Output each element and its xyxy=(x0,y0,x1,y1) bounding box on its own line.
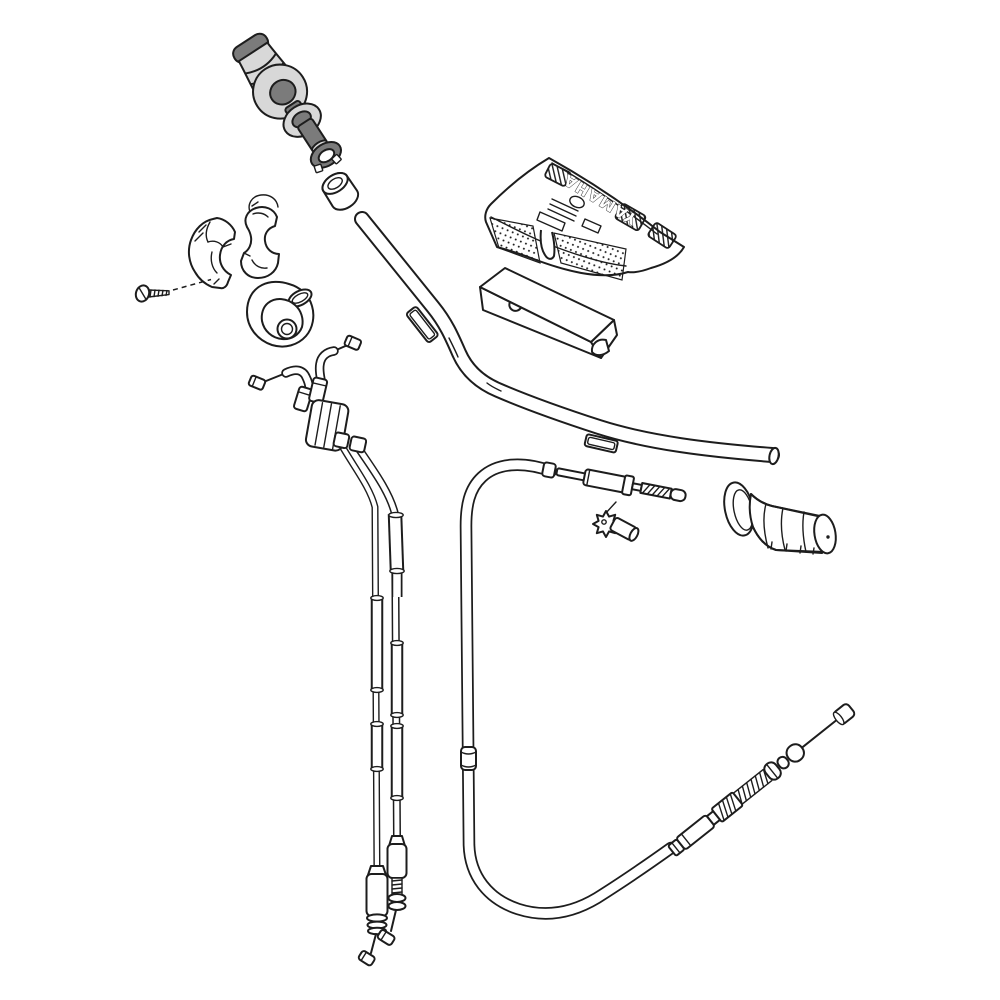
clutch-cable-top-end xyxy=(541,461,687,503)
throttle-tube-assembly xyxy=(232,32,342,174)
throttle-cable-end-right xyxy=(343,334,363,351)
left-grip xyxy=(723,481,837,555)
throttle-cable-lower-right xyxy=(376,835,408,946)
foam-bar-channel xyxy=(590,338,610,357)
throttle-housing-clamp-right xyxy=(240,194,280,279)
pad-stipple-band-right xyxy=(553,232,627,281)
clamp-screw xyxy=(134,278,212,303)
handlebar xyxy=(354,211,780,466)
clutch-cable-lower-end xyxy=(667,703,856,857)
throttle-housing-clamp-left xyxy=(187,217,236,290)
grip-end-collar xyxy=(321,172,360,211)
boot-ferrule-left xyxy=(332,431,351,450)
cable-adjuster-wheel xyxy=(592,510,640,542)
boot-ferrule-right xyxy=(348,435,368,454)
foam-top-face xyxy=(479,267,615,343)
throttle-cable-pair xyxy=(247,334,408,967)
pad-patch-2 xyxy=(581,218,602,234)
pad-strap-top xyxy=(544,163,572,187)
pad-strap-right-upper xyxy=(614,203,647,232)
clutch-cable xyxy=(459,458,856,920)
foam-notch xyxy=(508,301,522,312)
throttle-cable-end-left xyxy=(247,374,267,391)
clutch-housing-ferrule xyxy=(460,746,477,771)
throttle-adjuster-right xyxy=(308,376,329,404)
handlebar-pad-foam xyxy=(479,267,618,359)
throttle-cable-lower-left xyxy=(357,865,389,967)
handlebar-pad-cover: YAMAHA xyxy=(484,157,685,281)
handlebar-clamp-boss-right xyxy=(583,433,619,454)
pad-strap-right-lower xyxy=(647,222,677,249)
screw-leader-line xyxy=(172,278,212,291)
pad-hole xyxy=(569,195,585,209)
handlebar-clamp-boss-left xyxy=(405,306,439,343)
pad-stipple-band-left xyxy=(489,217,541,264)
throttle-housing-cover xyxy=(246,280,315,348)
clutch-cable-end-ball xyxy=(669,488,687,503)
clutch-spring xyxy=(732,768,773,805)
pad-patch-1 xyxy=(536,211,566,232)
grip-end-cap xyxy=(813,513,837,555)
pad-slit xyxy=(539,229,556,260)
handlebar-end-cut xyxy=(768,446,780,466)
